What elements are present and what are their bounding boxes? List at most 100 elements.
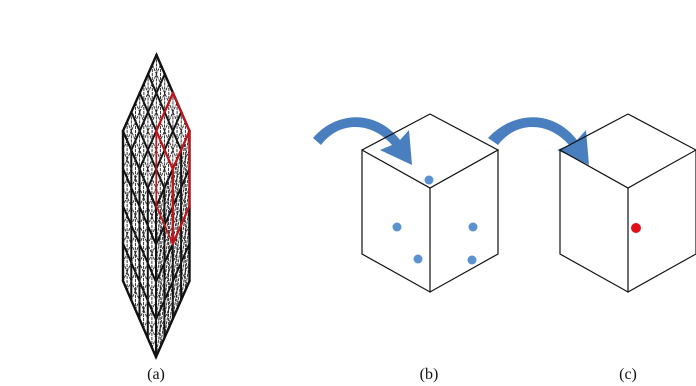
highlight-edge (154, 129, 175, 171)
highlight-hidden-edge (155, 204, 174, 246)
left-diagonal (138, 177, 145, 189)
data-point (392, 222, 402, 232)
subdivided-cube-grid (121, 52, 191, 360)
left-diagonal (143, 224, 149, 236)
right-diagonal (172, 252, 178, 283)
data-point (467, 255, 477, 265)
curved-arrow (313, 117, 412, 165)
cube-edge (429, 149, 499, 189)
left-diagonal (126, 186, 132, 198)
right-diagonal (176, 243, 182, 273)
left-diagonal (130, 196, 136, 207)
right-diagonal (176, 261, 182, 292)
left-diagonal (147, 234, 153, 245)
right-diagonal (180, 252, 186, 282)
right-diagonal (176, 149, 182, 179)
right-diagonal (155, 271, 161, 302)
right-diagonal (172, 290, 178, 320)
right-diagonal (180, 196, 186, 226)
left-diagonal (130, 271, 136, 282)
right-diagonal (163, 234, 170, 264)
cube-with-representative-point (559, 113, 696, 293)
arrow-a-to-b (313, 117, 412, 165)
right-diagonal (180, 158, 186, 189)
left-diagonal (147, 328, 153, 339)
left-diagonal (126, 149, 132, 160)
cube-with-points (361, 113, 499, 293)
left-diagonal (151, 300, 157, 311)
left-diagonal (134, 299, 141, 311)
left-diagonal (126, 224, 132, 235)
representative-point (631, 223, 641, 233)
left-diagonal (151, 206, 157, 217)
right-diagonal (155, 328, 161, 358)
right-diagonal (180, 271, 186, 301)
left-diagonal (130, 158, 136, 170)
right-diagonal (155, 253, 161, 283)
right-diagonal (163, 290, 170, 320)
left-diagonal (143, 299, 149, 311)
left-diagonal (151, 337, 157, 349)
right-diagonal (159, 187, 165, 217)
outer-outline (121, 52, 191, 360)
left-diagonal (151, 281, 157, 292)
right-diagonal (180, 139, 186, 170)
left-diagonal (134, 205, 141, 217)
left-diagonal (143, 262, 149, 273)
caption-b: (b) (420, 366, 439, 383)
left-diagonal (143, 206, 149, 217)
cube-edge (627, 149, 696, 189)
highlight-edge (171, 129, 191, 171)
left-diagonal (138, 252, 145, 264)
right-diagonal (163, 177, 170, 208)
right-diagonal (172, 233, 178, 264)
right-diagonal (159, 224, 165, 255)
curved-arrow (488, 117, 589, 165)
left-diagonal (143, 187, 149, 198)
right-diagonal (159, 243, 165, 274)
right-diagonal (176, 205, 182, 236)
right-diagonal (155, 290, 161, 321)
right-diagonal (176, 280, 182, 311)
caption-c: (c) (619, 366, 637, 383)
left-diagonal (130, 215, 136, 226)
left-diagonal (147, 253, 153, 264)
highlighted-subcube (154, 91, 191, 246)
left-diagonal (147, 215, 153, 227)
left-diagonal (126, 243, 132, 254)
right-diagonal (180, 214, 186, 245)
right-diagonal (180, 177, 186, 207)
arrow-b-to-c (488, 117, 589, 165)
right-diagonal (176, 168, 182, 198)
left-diagonal (138, 234, 145, 245)
highlight-edge (171, 91, 191, 133)
right-diagonal (163, 196, 170, 227)
right-diagonal (168, 262, 174, 292)
left-diagonal (134, 243, 141, 254)
highlight-edge (171, 204, 191, 246)
left-diagonal (134, 224, 141, 236)
left-diagonal (151, 225, 157, 236)
right-diagonal (168, 299, 174, 330)
right-diagonal (168, 280, 174, 311)
left-diagonal (151, 262, 157, 274)
right-diagonal (176, 186, 182, 217)
right-diagonal (155, 215, 161, 246)
right-diagonal (159, 299, 165, 330)
left-diagonal (130, 177, 136, 189)
left-diagonal (134, 280, 141, 292)
left-diagonal (134, 262, 141, 273)
left-diagonal (138, 215, 145, 226)
left-diagonal (143, 243, 149, 255)
left-diagonal (147, 196, 153, 208)
right-diagonal (159, 262, 165, 292)
right-diagonal (168, 243, 174, 273)
left-diagonal (130, 233, 136, 245)
left-diagonal (138, 271, 145, 283)
left-diagonal (126, 205, 132, 217)
right-diagonal (163, 271, 170, 302)
left-diagonal (151, 243, 157, 255)
left-diagonal (143, 318, 149, 330)
